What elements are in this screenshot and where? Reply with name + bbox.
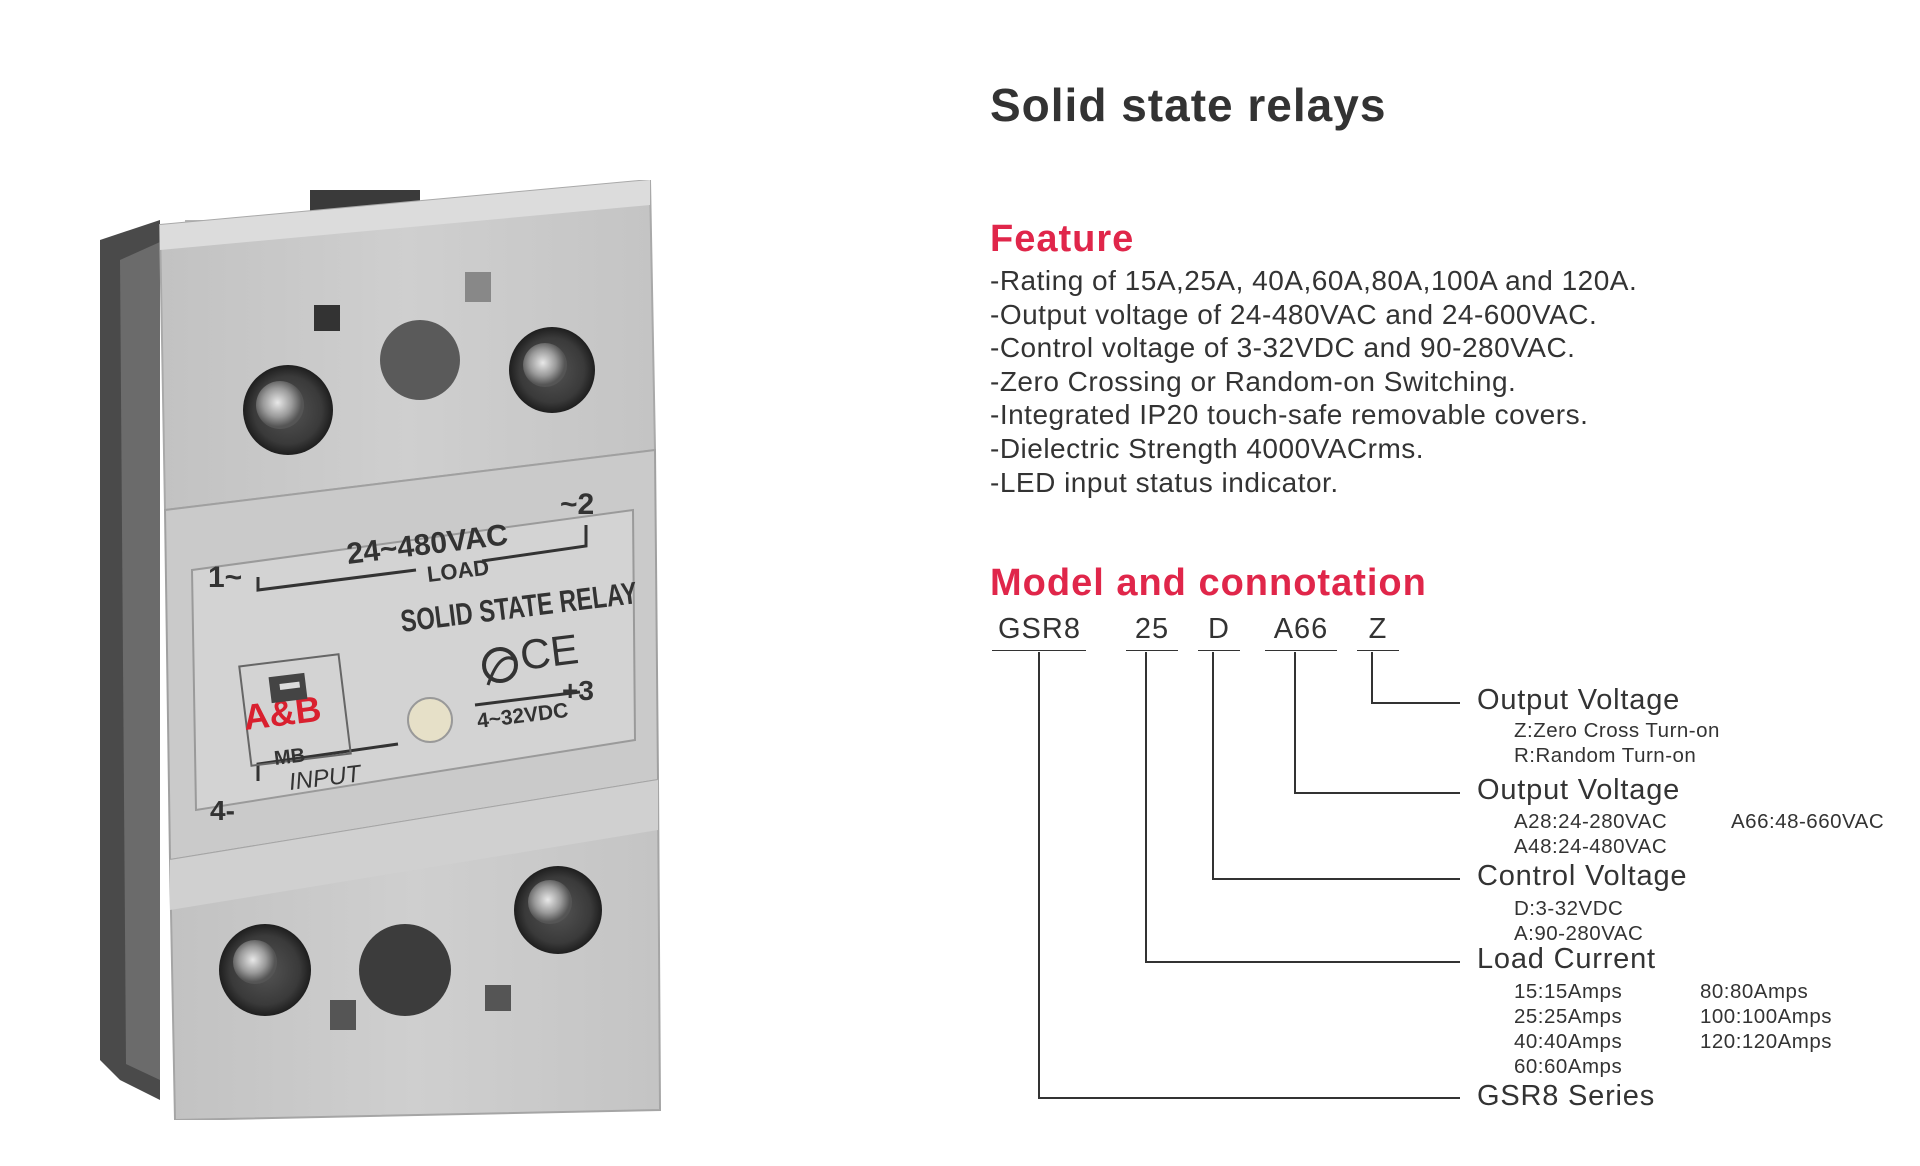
option-current: 80:80Amps bbox=[1700, 980, 1809, 1003]
feature-item: -Control voltage of 3-32VDC and 90-280VA… bbox=[990, 332, 1576, 364]
feature-item: -Rating of 15A,25A, 40A,60A,80A,100A and… bbox=[990, 265, 1638, 296]
option-control: D:3-32VDC bbox=[1514, 897, 1624, 920]
connector-control bbox=[1212, 652, 1460, 880]
code-part-turnon: Z bbox=[1357, 613, 1399, 651]
device-terminal-2: ~2 bbox=[560, 488, 594, 521]
relay-product-image: 24~480VAC LOAD SOLID STATE RELAY A&B MB … bbox=[100, 180, 662, 1120]
feature-heading: Feature bbox=[990, 218, 1135, 260]
group-label-output: Output Voltage bbox=[1477, 774, 1681, 806]
feature-item: -Zero Crossing or Random-on Switching. bbox=[990, 365, 1517, 397]
option-output: A28:24-280VAC bbox=[1514, 810, 1668, 833]
connector-current bbox=[1145, 652, 1460, 963]
option-turnon: R:Random Turn-on bbox=[1514, 744, 1697, 767]
feature-item: -Output voltage of 24-480VAC and 24-600V… bbox=[990, 298, 1598, 330]
option-current: 120:120Amps bbox=[1700, 1030, 1833, 1053]
option-turnon: Z:Zero Cross Turn-on bbox=[1514, 719, 1720, 742]
code-part-control: D bbox=[1198, 613, 1240, 651]
option-current: 100:100Amps bbox=[1700, 1005, 1833, 1028]
option-current: 25:25Amps bbox=[1514, 1005, 1623, 1028]
device-model-code: MB bbox=[273, 744, 307, 770]
option-control: A:90-280VAC bbox=[1514, 922, 1644, 945]
model-heading: Model and connotation bbox=[990, 562, 1427, 604]
feature-item: -Dielectric Strength 4000VACrms. bbox=[990, 432, 1425, 464]
device-terminal-4: 4- bbox=[210, 795, 235, 826]
option-output: A48:24-480VAC bbox=[1514, 835, 1668, 858]
group-label-series: GSR8 Series bbox=[1477, 1080, 1656, 1112]
option-output: A66:48-660VAC bbox=[1731, 810, 1885, 833]
option-current: 60:60Amps bbox=[1514, 1055, 1623, 1078]
connector-output bbox=[1294, 652, 1460, 794]
device-terminal-3: +3 bbox=[562, 675, 594, 706]
feature-list: -Rating of 15A,25A, 40A,60A,80A,100A and… bbox=[990, 264, 1637, 499]
device-cert-ce: CE bbox=[517, 625, 581, 679]
connector-series bbox=[1038, 652, 1460, 1099]
group-label-turnon: Output Voltage bbox=[1477, 684, 1681, 716]
ul-cert-icon bbox=[482, 647, 518, 686]
code-part-output: A66 bbox=[1265, 613, 1337, 651]
page-title: Solid state relays bbox=[990, 79, 1387, 131]
option-current: 15:15Amps bbox=[1514, 980, 1623, 1003]
device-terminal-1: 1~ bbox=[208, 561, 242, 594]
group-label-control: Control Voltage bbox=[1477, 860, 1688, 892]
code-part-current: 25 bbox=[1126, 613, 1178, 651]
group-label-current: Load Current bbox=[1477, 943, 1656, 975]
brand-logo-icon bbox=[268, 672, 308, 704]
connector-turnon bbox=[1371, 652, 1460, 704]
feature-item: -Integrated IP20 touch-safe removable co… bbox=[990, 399, 1589, 431]
code-part-series: GSR8 bbox=[992, 613, 1086, 651]
option-current: 40:40Amps bbox=[1514, 1030, 1623, 1053]
feature-item: -LED input status indicator. bbox=[990, 466, 1339, 498]
